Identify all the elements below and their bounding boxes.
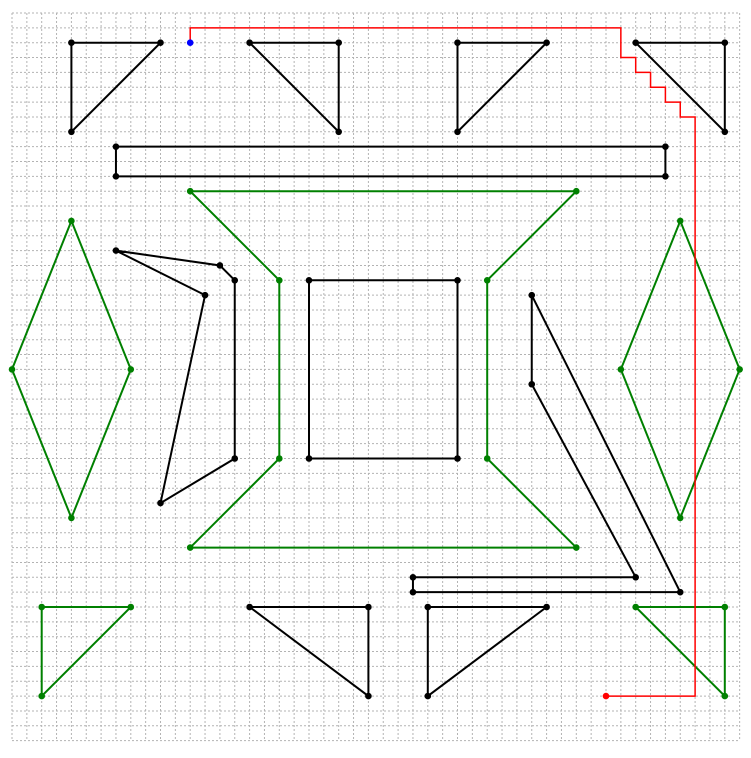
vertex-dot: [38, 603, 45, 611]
vertex-dot: [528, 380, 536, 388]
vertex-dot: [736, 366, 743, 373]
vertex-dot: [216, 262, 224, 269]
shape-outline: [426, 606, 550, 699]
vertex-dot: [335, 128, 343, 136]
vertex-dot: [573, 187, 580, 195]
vertex-dot: [454, 455, 461, 462]
shape-15: [632, 603, 729, 700]
vertex-dot: [632, 574, 639, 581]
route-start-dot: [186, 39, 194, 46]
shape-10: [305, 277, 461, 462]
shape-5: [112, 143, 669, 180]
vertex-dot: [662, 143, 669, 150]
vertex-dot: [186, 544, 194, 551]
dotted-grid: [11, 12, 741, 742]
vertex-dot: [68, 514, 75, 522]
vertex-dot: [201, 291, 209, 299]
vertex-dot: [276, 455, 283, 462]
vertex-dot: [454, 128, 461, 136]
vertex-dot: [721, 128, 729, 136]
route-layer: [186, 27, 696, 700]
shape-1: [68, 39, 164, 136]
shape-9: [112, 247, 239, 507]
shape-14: [424, 603, 550, 700]
vertex-dot: [365, 692, 372, 700]
shape-outline: [247, 41, 340, 135]
vertex-dot: [528, 291, 536, 299]
vertex-dot: [112, 247, 120, 254]
vertex-dot: [231, 455, 239, 462]
vertex-dot: [246, 603, 253, 611]
vertex-dot: [186, 187, 194, 195]
vertex-dot: [573, 544, 580, 551]
vertex-dot: [676, 514, 684, 522]
vertex-dot: [424, 692, 432, 700]
vertex-dot: [721, 603, 729, 611]
vertex-dot: [409, 574, 417, 581]
route-path: [189, 27, 696, 697]
vertex-dot: [632, 39, 639, 46]
vertex-dot: [68, 128, 75, 136]
vertex-dot: [617, 366, 625, 373]
vertex-dot: [127, 603, 135, 611]
vertex-dot: [305, 455, 313, 462]
shape-outline: [633, 41, 726, 135]
vertex-dot: [365, 603, 372, 611]
shape-outline: [633, 606, 726, 699]
shape-outline: [456, 41, 550, 135]
shape-outline: [114, 145, 667, 178]
shape-4: [632, 39, 729, 136]
vertex-dot: [335, 39, 343, 46]
vertex-dot: [157, 499, 164, 507]
vertex-dot: [483, 455, 491, 462]
shape-11: [409, 291, 684, 596]
vertex-dot: [543, 603, 550, 611]
vertex-dot: [305, 277, 313, 284]
vertex-dot: [632, 603, 639, 611]
vertex-dot: [68, 39, 75, 46]
shapes-layer: [8, 39, 743, 700]
shape-3: [454, 39, 550, 136]
vertex-dot: [68, 217, 75, 225]
route-end-dot: [602, 692, 610, 700]
vertex-dot: [38, 692, 45, 700]
shape-2: [246, 39, 343, 136]
shape-7: [8, 217, 135, 522]
vertex-dot: [157, 39, 164, 46]
shape-outline: [246, 606, 370, 699]
shape-8: [617, 217, 743, 522]
vertex-dot: [8, 366, 16, 373]
vertex-dot: [483, 277, 491, 284]
vertex-dot: [409, 588, 417, 596]
vertex-dot: [454, 39, 461, 46]
vertex-dot: [246, 39, 253, 46]
vertex-dot: [424, 603, 432, 611]
vertex-dot: [662, 173, 669, 180]
vertex-dot: [721, 39, 729, 46]
vertex-dot: [276, 277, 283, 284]
shape-13: [246, 603, 372, 700]
vertex-dot: [721, 692, 729, 700]
shape-outline: [40, 606, 134, 699]
vertex-dot: [112, 143, 120, 150]
vertex-dot: [454, 277, 461, 284]
vertex-dot: [127, 366, 135, 373]
vertex-dot: [543, 39, 550, 46]
vertex-dot: [676, 588, 684, 596]
vertex-dot: [231, 277, 239, 284]
shape-12: [38, 603, 135, 700]
vertex-dot: [676, 217, 684, 225]
shape-6: [186, 187, 580, 551]
vertex-dot: [112, 173, 120, 180]
shape-outline: [70, 41, 163, 135]
